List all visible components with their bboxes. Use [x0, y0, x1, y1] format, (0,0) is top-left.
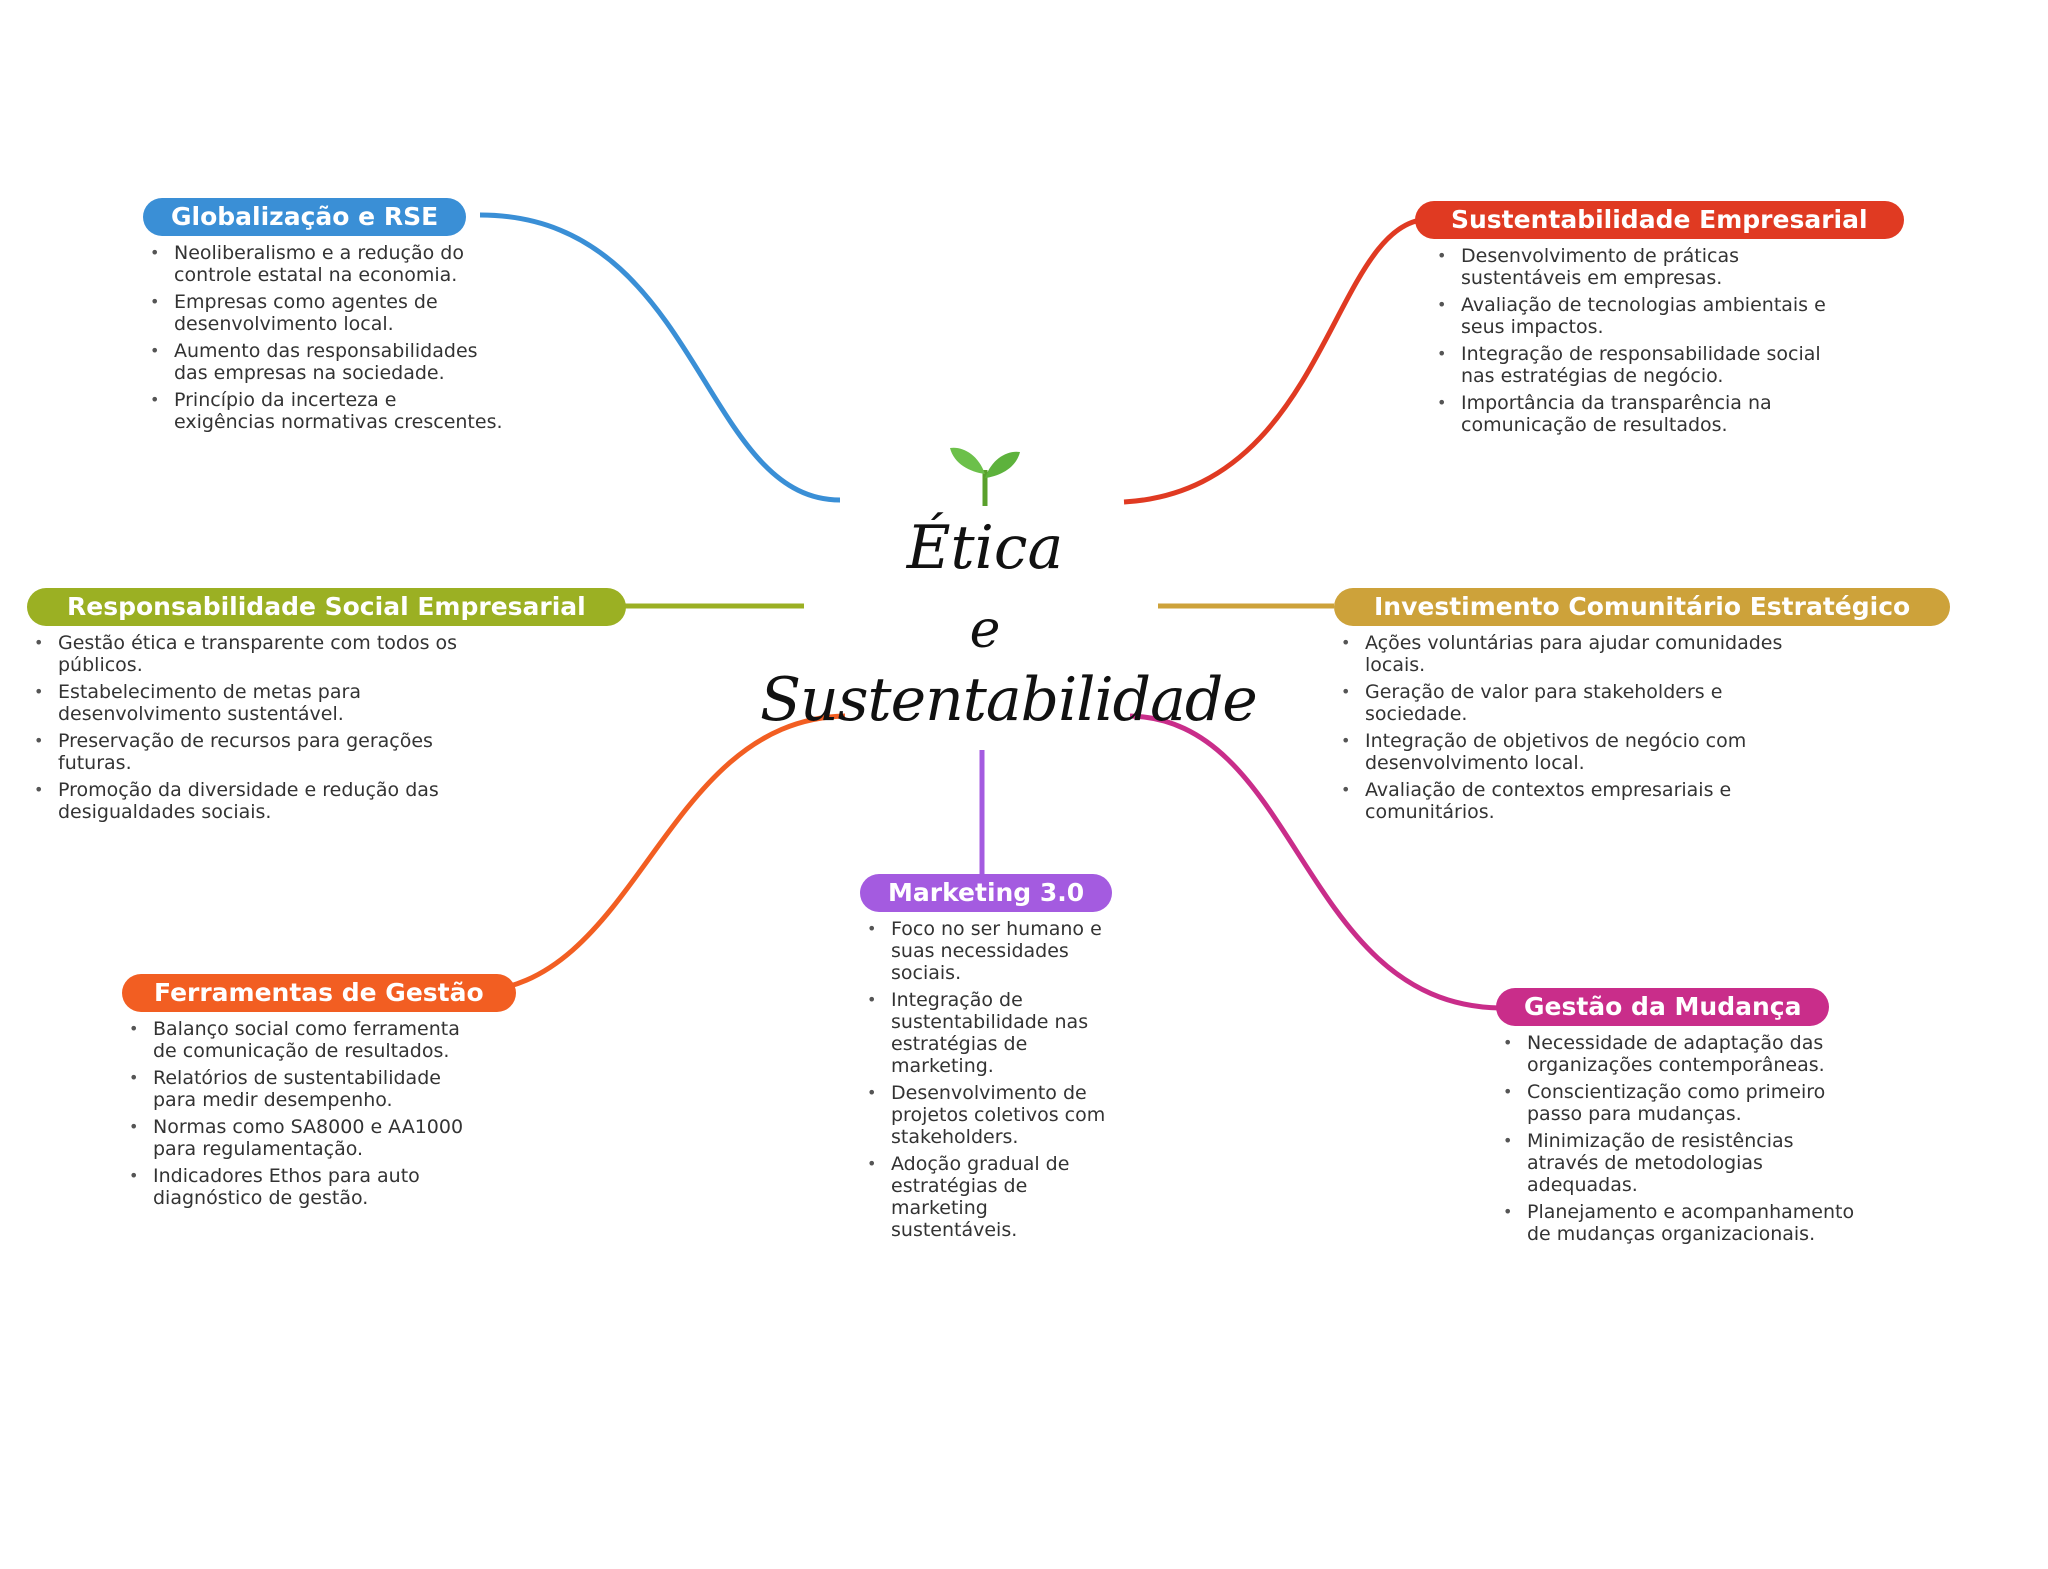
branch-items-investimento: Ações voluntárias para ajudar comunidade…	[1339, 632, 1789, 823]
branch-globalizacao: Globalização e RSE Neoliberalismo e a re…	[143, 198, 503, 438]
list-item: Integração de sustentabilidade nas estra…	[865, 989, 1115, 1077]
list-item: Normas como SA8000 e AA1000 para regulam…	[127, 1116, 487, 1160]
branch-marketing: Marketing 3.0 Foco no ser humano e suas …	[860, 874, 1140, 1246]
list-item: Indicadores Ethos para auto diagnóstico …	[127, 1165, 487, 1209]
connector-globalizacao	[479, 212, 841, 503]
branch-items-mudanca: Necessidade de adaptação das organizaçõe…	[1501, 1032, 1861, 1245]
list-item: Necessidade de adaptação das organizaçõe…	[1501, 1032, 1861, 1076]
list-item: Estabelecimento de metas para desenvolvi…	[32, 681, 482, 725]
branch-title-globalizacao[interactable]: Globalização e RSE	[143, 198, 467, 236]
list-item: Balanço social como ferramenta de comuni…	[127, 1018, 487, 1062]
list-item: Gestão ética e transparente com todos os…	[32, 632, 482, 676]
branch-responsabilidade: Responsabilidade Social Empresarial Gest…	[27, 588, 626, 828]
list-item: Desenvolvimento de projetos coletivos co…	[865, 1082, 1115, 1148]
list-item: Avaliação de contextos empresariais e co…	[1339, 779, 1789, 823]
list-item: Minimização de resistências através de m…	[1501, 1130, 1861, 1196]
list-item: Importância da transparência na comunica…	[1435, 392, 1835, 436]
connector-sustentabilidade	[1123, 216, 1431, 505]
list-item: Adoção gradual de estratégias de marketi…	[865, 1153, 1115, 1241]
list-item: Conscientização como primeiro passo para…	[1501, 1081, 1861, 1125]
branch-items-sustentabilidade: Desenvolvimento de práticas sustentáveis…	[1435, 245, 1835, 436]
branch-items-marketing: Foco no ser humano e suas necessidades s…	[865, 918, 1115, 1241]
branch-items-responsabilidade: Gestão ética e transparente com todos os…	[32, 632, 482, 823]
list-item: Empresas como agentes de desenvolvimento…	[148, 291, 503, 335]
sprout-icon	[950, 447, 1020, 506]
branch-title-investimento[interactable]: Investimento Comunitário Estratégico	[1334, 588, 1951, 626]
list-item: Desenvolvimento de práticas sustentáveis…	[1435, 245, 1835, 289]
list-item: Avaliação de tecnologias ambientais e se…	[1435, 294, 1835, 338]
branch-ferramentas: Ferramentas de Gestão Balanço social com…	[122, 974, 522, 1214]
central-topic: Ética e Sustentabilidade	[760, 425, 1258, 735]
list-item: Integração de objetivos de negócio com d…	[1339, 730, 1789, 774]
list-item: Promoção da diversidade e redução das de…	[32, 779, 482, 823]
branch-title-ferramentas[interactable]: Ferramentas de Gestão	[122, 974, 516, 1012]
branch-items-ferramentas: Balanço social como ferramenta de comuni…	[127, 1018, 487, 1209]
list-item: Integração de responsabilidade social na…	[1435, 343, 1835, 387]
connector-ferramentas	[469, 713, 846, 995]
branch-items-globalizacao: Neoliberalismo e a redução do controle e…	[148, 242, 503, 433]
list-item: Neoliberalismo e a redução do controle e…	[148, 242, 503, 286]
central-title-line-1: Ética	[906, 513, 1064, 583]
list-item: Ações voluntárias para ajudar comunidade…	[1339, 632, 1789, 676]
branch-title-responsabilidade[interactable]: Responsabilidade Social Empresarial	[27, 588, 626, 626]
branch-mudanca: Gestão da Mudança Necessidade de adaptaç…	[1496, 988, 1896, 1250]
central-title-line-2: e	[969, 600, 1001, 660]
list-item: Geração de valor para stakeholders e soc…	[1339, 681, 1789, 725]
list-item: Planejamento e acompanhamento de mudança…	[1501, 1201, 1861, 1245]
list-item: Princípio da incerteza e exigências norm…	[148, 389, 503, 433]
branch-title-mudanca[interactable]: Gestão da Mudança	[1496, 988, 1830, 1026]
list-item: Aumento das responsabilidades das empres…	[148, 340, 503, 384]
list-item: Preservação de recursos para gerações fu…	[32, 730, 482, 774]
branch-investimento: Investimento Comunitário Estratégico Açõ…	[1334, 588, 1964, 828]
list-item: Relatórios de sustentabilidade para medi…	[127, 1067, 487, 1111]
connector-mudanca	[1129, 713, 1501, 1011]
central-title-line-3: Sustentabilidade	[760, 665, 1258, 735]
list-item: Foco no ser humano e suas necessidades s…	[865, 918, 1115, 984]
branch-title-sustentabilidade[interactable]: Sustentabilidade Empresarial	[1415, 201, 1904, 239]
branch-title-marketing[interactable]: Marketing 3.0	[860, 874, 1113, 912]
branch-sustentabilidade: Sustentabilidade Empresarial Desenvolvim…	[1415, 201, 1904, 441]
